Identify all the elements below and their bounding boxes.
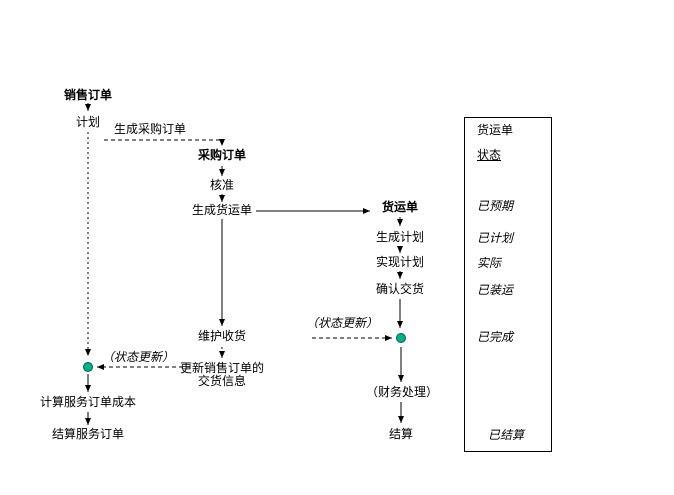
legend-status-shipped: 已装运 <box>477 283 514 297</box>
node-shipment-order: 货运单 <box>381 200 418 214</box>
legend-subtitle: 状态 <box>477 148 502 162</box>
node-calc-service-cost: 计算服务订单成本 <box>40 395 137 409</box>
node-settle-service-order: 结算服务订单 <box>52 427 125 441</box>
label-generate-purchase-order: 生成采购订单 <box>114 122 187 136</box>
label-status-update-left: （状态更新） <box>102 350 175 364</box>
node-plan: 计划 <box>75 115 100 129</box>
status-dot-left <box>83 362 93 372</box>
legend-status-settled: 已结算 <box>488 428 525 442</box>
label-status-update-right: （状态更新） <box>306 316 379 330</box>
update-delivery-line2: 交货信息 <box>197 374 246 388</box>
legend-shipment-status-box: 货运单 状态 已预期 已计划 实际 已装运 已完成 已结算 <box>464 117 552 452</box>
node-approve: 核准 <box>209 178 234 192</box>
legend-status-planned: 已计划 <box>477 231 514 245</box>
node-maintain-receipt: 维护收货 <box>198 329 247 343</box>
update-delivery-line1: 更新销售订单的 <box>180 361 265 375</box>
node-generate-plan: 生成计划 <box>376 230 425 244</box>
node-generate-shipment-order: 生成货运单 <box>192 203 253 217</box>
node-confirm-delivery: 确认交货 <box>376 282 425 296</box>
status-dot-right <box>396 333 406 343</box>
legend-status-expected: 已预期 <box>477 199 514 213</box>
node-sales-order: 销售订单 <box>63 88 112 102</box>
node-settle: 结算 <box>388 427 413 441</box>
legend-status-actual: 实际 <box>477 256 502 270</box>
connector-generate-purchase-order <box>104 139 225 146</box>
legend-status-completed: 已完成 <box>477 330 514 344</box>
legend-title: 货运单 <box>477 123 514 137</box>
node-purchase-order: 采购订单 <box>197 148 246 162</box>
node-financial-processing: （财务处理） <box>365 385 438 399</box>
node-realize-plan: 实现计划 <box>376 255 425 269</box>
node-update-delivery-info: 更新销售订单的 交货信息 <box>180 362 264 388</box>
